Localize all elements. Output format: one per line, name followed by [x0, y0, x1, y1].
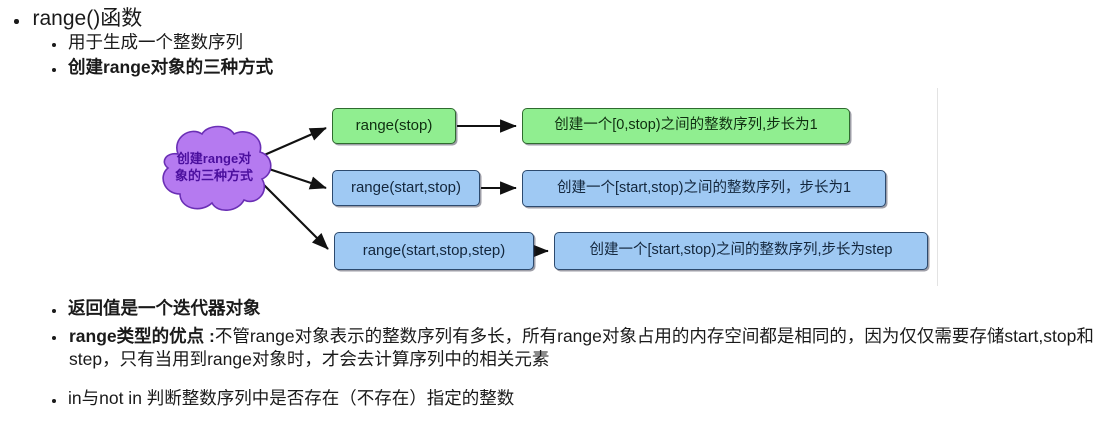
description-label: 创建一个[0,stop)之间的整数序列,步长为1: [554, 117, 818, 134]
bullet-dot-icon: [14, 19, 19, 24]
advantage-label: range类型的优点 :: [69, 326, 215, 346]
bullet-text: 返回值是一个迭代器对象: [68, 298, 261, 318]
node-range-start-stop[interactable]: range(start,stop): [332, 170, 480, 206]
bullet-in-not-in: in与not in 判断整数序列中是否存在（不存在）指定的整数: [52, 388, 514, 410]
node-label: range(stop): [355, 117, 433, 134]
bullet-dot-icon: [52, 308, 56, 313]
bullet-three-ways: 创建range对象的三种方式: [52, 57, 273, 79]
range-creation-diagram: 创建range对 象的三种方式 range(stop) range(start,…: [112, 88, 938, 286]
bullet-iterator-object: 返回值是一个迭代器对象: [52, 298, 261, 320]
description-label: 创建一个[start,stop)之间的整数序列，步长为1: [556, 179, 852, 196]
advantage-body: 不管range对象表示的整数序列有多长，所有range对象占用的内存空间都是相同…: [69, 326, 1094, 369]
bullet-dot-icon: [52, 67, 56, 72]
node-range-start-stop-step[interactable]: range(start,stop,step): [334, 232, 534, 270]
node-label: range(start,stop,step): [362, 242, 506, 259]
bullet-text: in与not in 判断整数序列中是否存在（不存在）指定的整数: [68, 388, 515, 408]
bullet-text: range()函数: [32, 7, 143, 30]
description-range-start-stop[interactable]: 创建一个[start,stop)之间的整数序列，步长为1: [522, 170, 886, 207]
description-label: 创建一个[start,stop)之间的整数序列,步长为step: [589, 242, 893, 259]
bullet-text: 用于生成一个整数序列: [68, 32, 243, 52]
cloud-node-three-ways[interactable]: 创建range对 象的三种方式: [152, 124, 276, 212]
bullet-generate-sequence: 用于生成一个整数序列: [52, 32, 243, 54]
bullet-range-function: range()函数: [14, 6, 142, 32]
cloud-shape-icon: [162, 125, 272, 211]
node-range-stop[interactable]: range(stop): [332, 108, 456, 144]
bullet-dot-icon: [52, 335, 56, 340]
description-range-start-stop-step[interactable]: 创建一个[start,stop)之间的整数序列,步长为step: [554, 232, 928, 270]
bullet-dot-icon: [52, 42, 56, 47]
diagram-right-divider: [937, 88, 938, 286]
bullet-range-advantage: range类型的优点 :不管range对象表示的整数序列有多长，所有range对…: [52, 325, 1118, 371]
node-label: range(start,stop): [350, 179, 462, 196]
bullet-text: 创建range对象的三种方式: [68, 57, 274, 77]
description-range-stop[interactable]: 创建一个[0,stop)之间的整数序列,步长为1: [522, 108, 850, 144]
diagram-arrows: [261, 119, 549, 258]
bullet-text: range类型的优点 :不管range对象表示的整数序列有多长，所有range对…: [69, 325, 1118, 371]
bullet-dot-icon: [52, 398, 56, 403]
